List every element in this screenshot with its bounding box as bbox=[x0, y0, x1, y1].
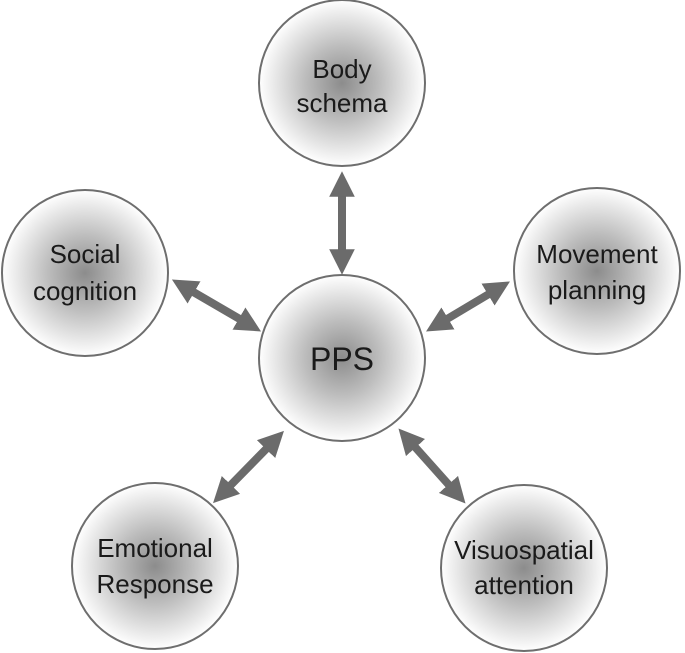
node-body-schema-line-1: Body bbox=[312, 54, 371, 84]
node-social-cognition-line-1: Social bbox=[50, 239, 121, 269]
node-visuospatial-attention: Visuospatial attention bbox=[440, 484, 608, 652]
node-pps-label: PPS bbox=[310, 341, 374, 377]
node-movement-planning-circle bbox=[513, 187, 681, 355]
arrow-visuospatial-attention bbox=[398, 428, 466, 504]
node-pps: PPS bbox=[258, 274, 426, 442]
node-visuospatial-attention-circle bbox=[440, 484, 608, 652]
connector-arrows bbox=[171, 171, 510, 504]
node-movement-planning-line-2: planning bbox=[548, 275, 646, 305]
node-emotional-response-line-2: Response bbox=[96, 569, 213, 599]
node-visuospatial-attention-line-1: Visuospatial bbox=[454, 535, 594, 565]
arrow-social-cognition bbox=[171, 279, 262, 332]
node-emotional-response-line-1: Emotional bbox=[97, 533, 213, 563]
node-body-schema-circle bbox=[258, 0, 426, 167]
node-social-cognition-circle bbox=[1, 189, 169, 357]
node-visuospatial-attention-line-2: attention bbox=[474, 570, 574, 600]
node-body-schema: Body schema bbox=[258, 0, 426, 167]
node-movement-planning-line-1: Movement bbox=[536, 239, 658, 269]
node-social-cognition-line-2: cognition bbox=[33, 276, 137, 306]
node-social-cognition: Social cognition bbox=[1, 189, 169, 357]
arrow-movement-planning bbox=[426, 281, 510, 332]
node-emotional-response: Emotional Response bbox=[71, 482, 239, 650]
node-body-schema-line-2: schema bbox=[296, 88, 388, 118]
node-emotional-response-circle bbox=[71, 482, 239, 650]
node-pps-circle bbox=[258, 274, 426, 442]
node-movement-planning: Movement planning bbox=[513, 187, 681, 355]
arrow-emotional-response bbox=[213, 430, 284, 504]
